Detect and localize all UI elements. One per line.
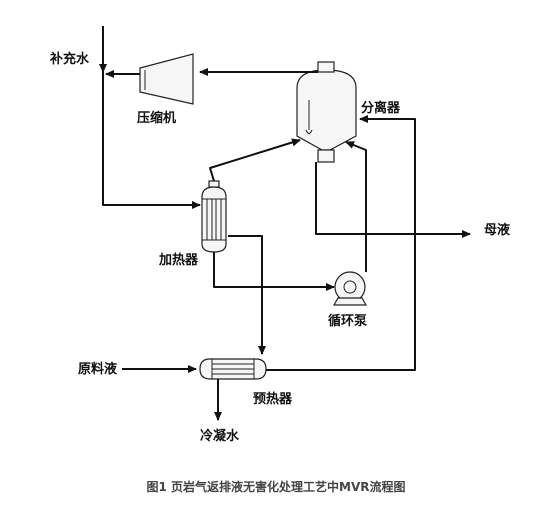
separator-vessel bbox=[296, 61, 357, 163]
preheater-to-separator-line bbox=[266, 115, 416, 371]
label-heater: 加热器 bbox=[158, 252, 199, 268]
heater-to-separator-line bbox=[209, 138, 301, 182]
label-condensate: 冷凝水 bbox=[200, 428, 240, 444]
label-circulation-pump: 循环泵 bbox=[328, 313, 367, 329]
label-compressor: 压缩机 bbox=[137, 110, 176, 126]
circulation-pump bbox=[332, 271, 368, 306]
label-mother-liquor: 母液 bbox=[484, 222, 510, 238]
pump-to-separator-line bbox=[345, 141, 367, 272]
heater-vessel bbox=[201, 180, 227, 253]
makeup-water-line bbox=[102, 26, 201, 209]
label-separator: 分离器 bbox=[361, 100, 401, 116]
preheater-vessel bbox=[199, 358, 267, 380]
label-preheater: 预热器 bbox=[253, 391, 293, 407]
mother-liquor-line bbox=[315, 162, 471, 238]
compressor-unit bbox=[139, 53, 194, 105]
label-makeup-water: 补充水 bbox=[49, 51, 90, 67]
figure-caption: 图1 页岩气返排液无害化处理工艺中MVR流程图 bbox=[147, 479, 406, 494]
heater-to-pump-line bbox=[213, 252, 335, 291]
label-raw-liquid: 原料液 bbox=[78, 361, 117, 377]
heater-to-preheater-line bbox=[228, 235, 266, 355]
